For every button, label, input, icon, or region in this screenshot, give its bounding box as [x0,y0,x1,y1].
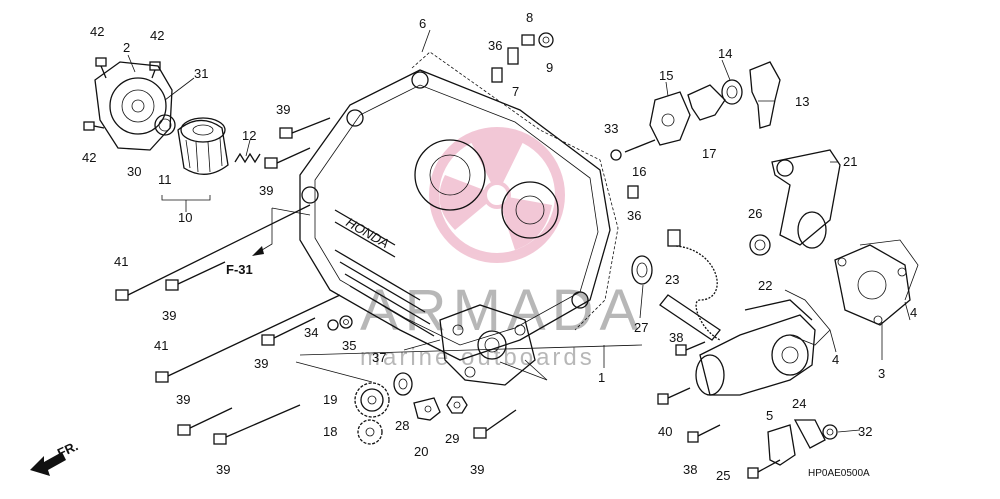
callout-28[interactable]: 28 [395,418,409,433]
callout-8[interactable]: 8 [526,10,533,25]
bolt-39-upper-2 [264,147,311,169]
callout-20[interactable]: 20 [414,444,428,459]
callout-14[interactable]: 14 [718,46,732,61]
callout-9[interactable]: 9 [546,60,553,75]
callout-34[interactable]: 34 [304,325,318,340]
callout-24[interactable]: 24 [792,396,806,411]
callout-22[interactable]: 22 [758,278,772,293]
leader-lines [127,29,911,433]
callout-11[interactable]: 11 [158,172,172,187]
motor-cover-3 [784,239,919,346]
callout-39-d[interactable]: 39 [254,356,268,371]
callout-38-lower[interactable]: 38 [683,462,697,477]
gear-18 [357,419,383,445]
callout-12[interactable]: 12 [242,128,256,143]
callout-labels: 1 2 3 4 4 5 6 7 8 9 10 11 12 13 14 15 16… [82,10,917,483]
housing-brand-text: HONDA [344,215,392,251]
callout-19[interactable]: 19 [323,392,337,407]
bolt-41-lower [155,294,341,383]
nut-35 [339,315,353,329]
callout-26[interactable]: 26 [748,206,762,221]
callout-18[interactable]: 18 [323,424,337,439]
watermark: ARMADA marine outboards [360,127,644,371]
callout-39-a[interactable]: 39 [276,102,290,117]
gear-19 [354,382,390,418]
bolt-set [115,117,517,445]
callout-41-lower[interactable]: 41 [154,338,168,353]
callout-33[interactable]: 33 [604,121,618,136]
callout-4-left[interactable]: 4 [832,352,839,367]
bolt-39-mid-2 [261,317,316,346]
callout-29[interactable]: 29 [445,431,459,446]
callout-4-right[interactable]: 4 [910,305,917,320]
shift-drum-parts [610,61,781,199]
callout-17[interactable]: 17 [702,146,716,161]
callout-39-e[interactable]: 39 [176,392,190,407]
callout-1[interactable]: 1 [598,370,605,385]
callout-36-mid[interactable]: 36 [627,208,641,223]
callout-6[interactable]: 6 [419,16,426,31]
watermark-title: ARMADA [360,278,644,343]
angle-sensor-27 [631,229,721,341]
callout-38-upper[interactable]: 38 [669,330,683,345]
bolt-41-upper [115,204,311,301]
callout-35[interactable]: 35 [342,338,356,353]
arm-20 [413,397,441,421]
callout-15[interactable]: 15 [659,68,673,83]
callout-5[interactable]: 5 [766,408,773,423]
breather-parts [491,32,554,83]
shift-arm-21 [749,149,841,256]
callout-37[interactable]: 37 [372,350,386,365]
callout-23[interactable]: 23 [665,272,679,287]
callout-41-upper[interactable]: 41 [114,254,128,269]
sensor-5-group [747,419,838,479]
callout-42-c[interactable]: 42 [82,150,96,165]
callout-25[interactable]: 25 [716,468,730,483]
callout-42-a[interactable]: 42 [90,24,104,39]
watermark-subtitle: marine outboards [360,344,595,371]
washer-34 [327,319,339,331]
shift-motor-22 [657,294,816,443]
oil-filter-cover-group [83,57,261,212]
callout-16[interactable]: 16 [632,164,646,179]
nut-29 [446,396,468,414]
callout-36-top[interactable]: 36 [488,38,502,53]
callout-2[interactable]: 2 [123,40,130,55]
callout-10[interactable]: 10 [178,210,192,225]
front-direction: FR. [30,438,80,476]
bolt-39-upper [279,117,331,139]
callout-39-c[interactable]: 39 [162,308,176,323]
bearing-28 [393,372,413,396]
callout-31[interactable]: 31 [194,66,208,81]
watermark-logo [429,127,565,263]
callout-32[interactable]: 32 [858,424,872,439]
bolt-39-lower [177,407,233,436]
drawing-code: HP0AE0500A [808,468,870,479]
bolt-39-bottom [473,409,517,439]
bolt-42-top-left [95,57,107,79]
callout-7[interactable]: 7 [512,84,519,99]
callout-39-g[interactable]: 39 [470,462,484,477]
bolt-42-bottom [83,121,105,131]
callout-42-b[interactable]: 42 [150,28,164,43]
bolt-39-mid [165,261,226,291]
shift-cover-plate [439,304,536,386]
callout-30[interactable]: 30 [127,164,141,179]
callout-13[interactable]: 13 [795,94,809,109]
bolt-42-top-right [149,61,161,79]
callout-21[interactable]: 21 [843,154,857,169]
callout-39-f[interactable]: 39 [216,462,230,477]
callout-3[interactable]: 3 [878,366,885,381]
callout-40[interactable]: 40 [658,424,672,439]
front-arrow-icon [30,452,66,476]
front-label: FR. [55,438,80,460]
callout-39-b[interactable]: 39 [259,183,273,198]
reference-label: F-31 [226,262,253,277]
bolt-39-lower-2 [213,404,301,445]
reference-marker: F-31 [226,208,273,277]
callout-27[interactable]: 27 [634,320,648,335]
